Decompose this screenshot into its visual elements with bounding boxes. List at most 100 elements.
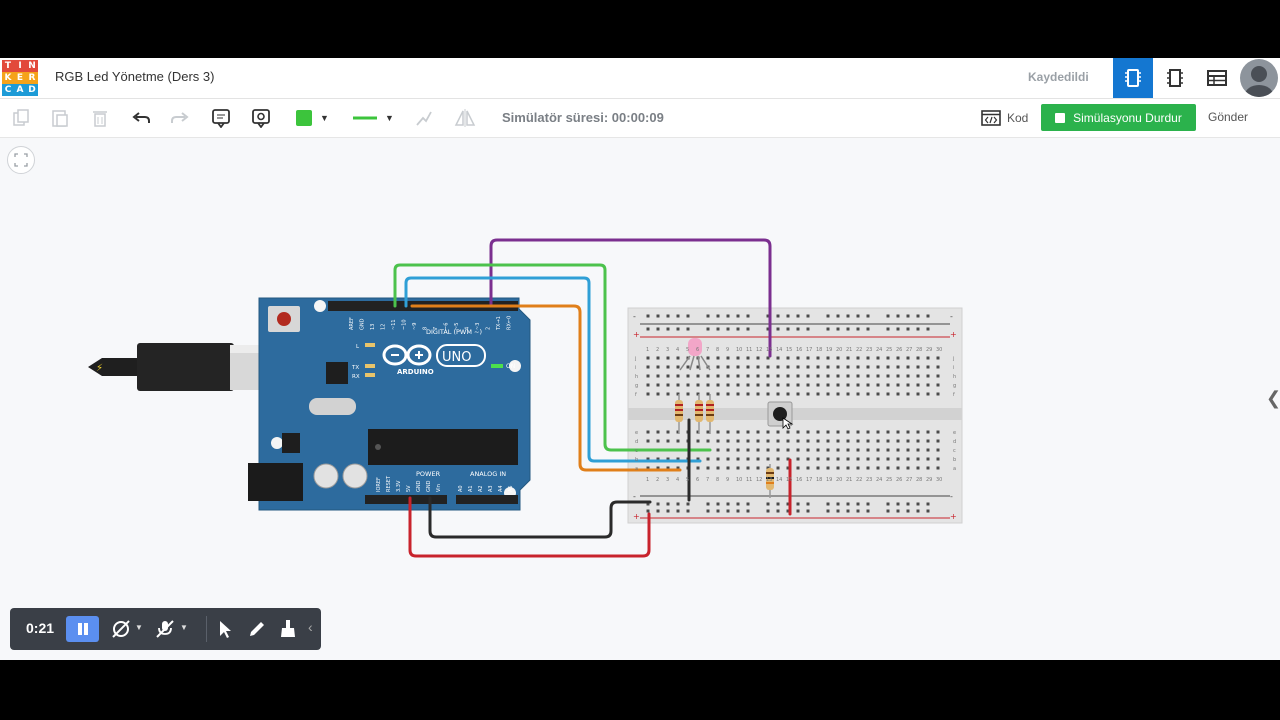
wire-style-picker[interactable]: ▼ bbox=[345, 105, 401, 131]
stop-simulation-button[interactable]: Simülasyonu Durdur bbox=[1041, 104, 1196, 131]
component-list-button[interactable] bbox=[1197, 58, 1237, 98]
pin-label: A2 bbox=[478, 485, 484, 492]
wire-color-picker[interactable]: ▼ bbox=[288, 105, 336, 131]
column-number: 24 bbox=[876, 347, 882, 353]
resistor-4[interactable] bbox=[766, 464, 774, 498]
pause-button[interactable] bbox=[66, 616, 99, 642]
paste-icon[interactable] bbox=[47, 105, 73, 131]
eraser-tool-button[interactable] bbox=[277, 618, 299, 640]
flip-icon[interactable] bbox=[452, 105, 478, 131]
green-wire[interactable] bbox=[393, 263, 712, 452]
send-button[interactable]: Gönder bbox=[1208, 110, 1249, 124]
camera-off-icon bbox=[112, 620, 130, 638]
column-number: 21 bbox=[846, 347, 852, 353]
row-letter: j bbox=[952, 356, 954, 362]
row-letter: d bbox=[953, 439, 956, 445]
breadboard[interactable] bbox=[627, 307, 963, 524]
pin-label: 5V bbox=[406, 485, 412, 492]
view-notes-icon[interactable] bbox=[248, 105, 274, 131]
column-number: 27 bbox=[906, 347, 912, 353]
row-letter: a bbox=[953, 466, 956, 472]
rgb-led[interactable] bbox=[679, 338, 711, 371]
column-number: 28 bbox=[916, 477, 922, 483]
column-number: 30 bbox=[936, 347, 942, 353]
pin-label: 8 bbox=[423, 327, 429, 330]
mic-off-button[interactable] bbox=[154, 618, 176, 640]
plus-rail-sign: + bbox=[633, 512, 640, 521]
rotate-icon[interactable] bbox=[411, 105, 437, 131]
resistor-3[interactable] bbox=[706, 394, 714, 434]
note-icon[interactable] bbox=[208, 105, 234, 131]
pin-label: 2 bbox=[486, 327, 492, 330]
zoom-to-fit-button[interactable] bbox=[7, 146, 35, 174]
redo-icon[interactable] bbox=[167, 105, 193, 131]
camera-off-button[interactable] bbox=[110, 618, 132, 640]
pin-label: ~9 bbox=[412, 323, 418, 330]
circuit-canvas[interactable]: ❮ ⚡ bbox=[0, 138, 1280, 660]
code-button[interactable]: Kod bbox=[975, 105, 1034, 131]
circuit-scene: ⚡ bbox=[88, 238, 963, 558]
delete-icon[interactable] bbox=[87, 105, 113, 131]
purple-wire[interactable] bbox=[489, 238, 772, 358]
row-letter: d bbox=[635, 439, 638, 445]
resistor-1[interactable] bbox=[675, 394, 683, 434]
column-number: 8 bbox=[716, 477, 719, 483]
pin-label: TX→1 bbox=[496, 316, 502, 331]
broom-icon bbox=[281, 620, 295, 637]
row-letter: f bbox=[635, 392, 637, 398]
column-number: 30 bbox=[936, 477, 942, 483]
column-number: 6 bbox=[696, 347, 699, 353]
chevron-down-icon[interactable]: ▼ bbox=[180, 623, 188, 632]
column-number: 16 bbox=[796, 347, 802, 353]
circuit-view-button[interactable] bbox=[1113, 58, 1153, 98]
undo-icon[interactable] bbox=[128, 105, 154, 131]
logo-letter: K bbox=[2, 72, 14, 84]
orange-wire[interactable] bbox=[410, 304, 682, 472]
logo-letter: E bbox=[14, 72, 26, 84]
pin-label: ~11 bbox=[391, 319, 397, 330]
on-label: ON bbox=[506, 363, 515, 370]
chevron-down-icon[interactable]: ▼ bbox=[135, 623, 143, 632]
minus-rail-sign: - bbox=[950, 312, 953, 321]
column-number: 13 bbox=[766, 477, 772, 483]
pin-label: ~5 bbox=[454, 323, 460, 330]
red-wire[interactable] bbox=[408, 496, 651, 558]
column-number: 11 bbox=[746, 477, 752, 483]
row-letter: g bbox=[953, 383, 956, 389]
copy-icon[interactable] bbox=[8, 105, 34, 131]
collapse-panel-icon[interactable]: ❮ bbox=[1266, 388, 1280, 408]
logo-letter: N bbox=[26, 60, 38, 72]
column-number: 29 bbox=[926, 477, 932, 483]
minus-rail-sign: - bbox=[633, 492, 636, 501]
column-number: 22 bbox=[856, 347, 862, 353]
row-letter: a bbox=[635, 466, 638, 472]
plus-rail-sign: + bbox=[950, 512, 957, 521]
pin-label: A3 bbox=[488, 485, 494, 492]
schematic-view-icon bbox=[1167, 69, 1183, 87]
logo-letter: R bbox=[26, 72, 38, 84]
column-number: 1 bbox=[646, 347, 649, 353]
column-number: 24 bbox=[876, 477, 882, 483]
pin-label: GND bbox=[360, 318, 366, 330]
pin-label: GND bbox=[416, 480, 422, 492]
save-status: Kaydedildi bbox=[1028, 70, 1089, 84]
logo-letter: I bbox=[14, 60, 26, 72]
pointer-tool-button[interactable] bbox=[214, 618, 236, 640]
schematic-view-button[interactable] bbox=[1155, 58, 1195, 98]
pen-tool-button[interactable] bbox=[246, 618, 268, 640]
blue-wire[interactable] bbox=[404, 276, 702, 463]
black-wire[interactable] bbox=[428, 496, 652, 539]
collapse-toolbar-icon[interactable]: ‹ bbox=[308, 619, 313, 635]
pin-label: A4 bbox=[498, 485, 504, 492]
column-number: 14 bbox=[776, 477, 782, 483]
color-swatch bbox=[296, 110, 312, 126]
component-list-icon bbox=[1207, 70, 1227, 86]
column-number: 7 bbox=[706, 477, 709, 483]
pin-label: AREF bbox=[349, 317, 355, 330]
row-letter: j bbox=[634, 356, 636, 362]
resistor-2[interactable] bbox=[695, 394, 703, 434]
column-number: 1 bbox=[646, 477, 649, 483]
project-title[interactable]: RGB Led Yönetme (Ders 3) bbox=[55, 69, 215, 84]
user-avatar[interactable] bbox=[1240, 59, 1278, 97]
